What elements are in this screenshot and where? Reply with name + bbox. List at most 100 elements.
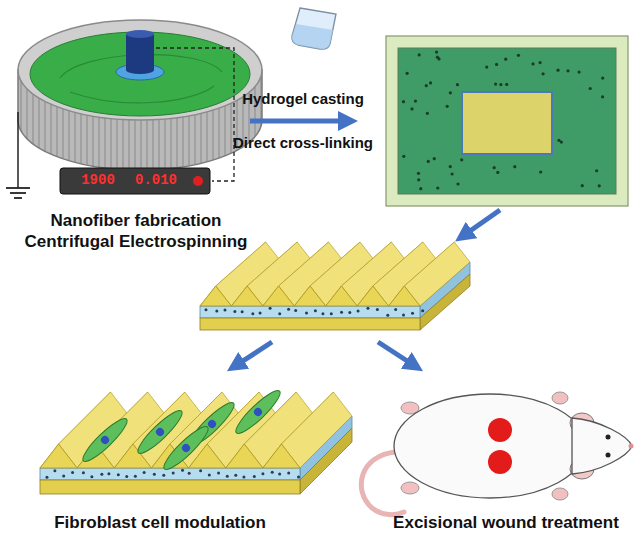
- casting-mold: [417, 178, 420, 181]
- casting-mold: [462, 92, 552, 154]
- fibroblast-cell: [154, 426, 165, 437]
- casting-mold: [435, 51, 438, 54]
- fibroblast-cell: [252, 406, 263, 417]
- nanofiber-scaffold: [200, 286, 231, 306]
- nanofiber-scaffold: [404, 242, 470, 306]
- display-reading: 0.010: [135, 172, 177, 188]
- casting-mold: [517, 54, 520, 57]
- nanofiber-scaffold: [271, 471, 274, 474]
- nanofiber-scaffold: [389, 286, 420, 306]
- nanofiber-scaffold: [357, 310, 360, 313]
- nanofiber-scaffold: [321, 312, 324, 315]
- casting-mold: [410, 107, 413, 110]
- casting-mold: [601, 77, 604, 80]
- fibroblast-cell: [79, 414, 132, 466]
- fibroblast-cell: [79, 414, 132, 466]
- nanofiber-scaffold: [82, 471, 85, 474]
- casting-mold: [436, 56, 439, 59]
- process-arrow: [250, 119, 352, 124]
- casting-mold: [577, 70, 580, 73]
- electrospinning-setup: [18, 20, 262, 120]
- casting-mold: [419, 187, 422, 190]
- nanofiber-scaffold: [281, 392, 352, 468]
- step-label: Hydrogel casting: [242, 90, 364, 107]
- casting-mold: [485, 65, 488, 68]
- rat-illustration: [572, 418, 632, 474]
- casting-mold: [418, 53, 421, 56]
- nanofiber-scaffold: [242, 476, 245, 479]
- nanofiber-scaffold: [204, 308, 207, 311]
- casting-mold: [402, 155, 405, 158]
- process-arrow: [378, 342, 418, 368]
- caption-block: Fibroblast cell modulation: [52, 512, 268, 533]
- casting-mold: [505, 83, 508, 86]
- nanofiber-scaffold: [259, 312, 262, 315]
- caption-text: Centrifugal Electrospinning: [23, 231, 250, 252]
- caption-text: Nanofiber fabrication: [23, 210, 250, 231]
- nanofiber-scaffold: [269, 307, 272, 310]
- casting-mold: [566, 69, 569, 72]
- casting-mold: [398, 48, 616, 194]
- nanofiber-scaffold: [326, 286, 357, 306]
- rat-illustration: [552, 488, 568, 500]
- caption-block: Excisional wound treatment: [391, 512, 621, 533]
- nanofiber-scaffold: [90, 475, 93, 478]
- casting-mold: [460, 158, 463, 161]
- nanofiber-scaffold: [200, 318, 420, 330]
- fibroblast-cell: [79, 386, 285, 474]
- nanofiber-scaffold: [421, 309, 424, 312]
- nanofiber-scaffold: [357, 286, 388, 306]
- nanofiber-scaffold: [223, 309, 226, 312]
- electrospinning-setup: [116, 64, 164, 80]
- electrospinning-setup: [193, 176, 203, 186]
- electrospinning-setup: [6, 187, 30, 189]
- nanofiber-scaffold: [40, 444, 77, 468]
- nanofiber-scaffold: [215, 310, 218, 313]
- nanofiber-scaffold: [217, 471, 220, 474]
- nanofiber-scaffold: [314, 309, 317, 312]
- caption-text: Excisional wound treatment: [391, 512, 621, 533]
- nanofiber-scaffold: [261, 472, 264, 475]
- nanofiber-scaffold: [208, 474, 211, 477]
- rat-illustration: [488, 418, 512, 442]
- nanofiber-scaffold: [294, 309, 297, 312]
- process-arrow: [232, 342, 272, 368]
- nanofiber-scaffold: [143, 471, 146, 474]
- electrospinning-setup: [6, 20, 262, 198]
- fibroblast-cell: [180, 442, 191, 453]
- casting-mold: [538, 61, 541, 64]
- casting-mold: [449, 165, 452, 168]
- nanofiber-scaffold: [386, 314, 389, 317]
- casting-mold: [496, 171, 499, 174]
- casting-mold: [427, 160, 430, 163]
- nanofiber-scaffold: [100, 473, 103, 476]
- electrospinning-setup: [126, 66, 154, 74]
- electrospinning-setup: [10, 192, 26, 194]
- nanofiber-scaffold: [181, 469, 184, 472]
- nanofiber-scaffold: [62, 475, 65, 478]
- nanofiber-scaffold: [263, 286, 294, 306]
- nanofiber-scaffold: [226, 444, 263, 468]
- nanofiber-scaffold: [348, 311, 351, 314]
- electrospinning-setup: [126, 34, 154, 70]
- nanofiber-scaffold: [340, 311, 343, 314]
- nanofiber-scaffold: [107, 472, 110, 475]
- electrospinning-setup: [126, 30, 154, 38]
- casting-mold: [426, 112, 429, 115]
- casting-mold: [456, 83, 459, 86]
- casting-mold: [595, 169, 598, 172]
- fibroblast-cell: [99, 434, 110, 445]
- rat-illustration: [401, 482, 419, 494]
- nanofiber-scaffold: [134, 475, 137, 478]
- nanofiber-scaffold: [376, 308, 379, 311]
- fibroblast-cell: [232, 386, 285, 438]
- step-label: Direct cross-linking: [233, 134, 373, 151]
- rat-illustration: [552, 392, 568, 404]
- nanofiber-scaffold: [251, 312, 254, 315]
- nanofiber-scaffold: [263, 444, 300, 468]
- caption-block: Nanofiber fabricationCentrifugal Electro…: [23, 210, 250, 252]
- nanofiber-scaffold: [199, 469, 202, 472]
- nanofiber-scaffold: [233, 310, 236, 313]
- nanofiber-scaffold: [117, 473, 120, 476]
